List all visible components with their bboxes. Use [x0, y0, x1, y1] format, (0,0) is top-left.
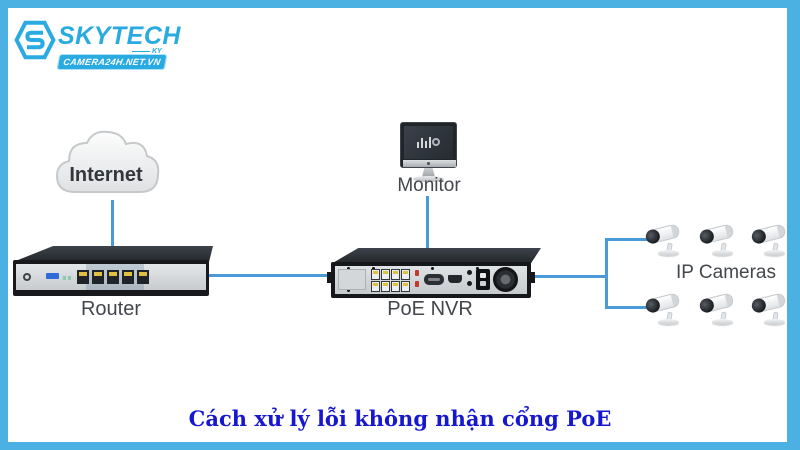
internet-label: Internet	[69, 164, 143, 186]
nvr-mounting-ear	[529, 272, 535, 283]
poe-ethernet-port	[391, 269, 400, 280]
camera-mount-base	[712, 319, 733, 325]
monitor-screen	[400, 122, 457, 168]
ethernet-port	[122, 270, 134, 284]
vga-port	[424, 274, 444, 285]
screw	[431, 267, 434, 270]
nvr-label: PoE NVR	[387, 298, 473, 320]
poe-ethernet-port	[401, 269, 410, 280]
camera-mount-base	[712, 250, 733, 256]
camera-body	[698, 223, 735, 246]
nvr-mounting-ear	[327, 272, 333, 283]
monitor-stand	[422, 168, 435, 177]
circle-icon	[432, 138, 440, 146]
ip-cameras-label: IP Cameras	[676, 262, 776, 283]
indicator-light	[63, 276, 66, 280]
router-label: Router	[80, 298, 142, 320]
usb-port	[467, 270, 472, 275]
monitor-label: Monitor	[397, 175, 461, 196]
camera-mount-base	[658, 250, 679, 256]
camera-body	[644, 223, 681, 246]
power-icon	[23, 273, 31, 281]
connection-line-branch-bottom	[605, 306, 651, 309]
logo-website-banner: CAMERA24H.NET.VN	[56, 54, 168, 70]
ip-camera	[698, 218, 748, 260]
camera-mount-base	[764, 250, 785, 256]
ethernet-port	[137, 270, 149, 284]
poe-ethernet-port	[401, 281, 410, 292]
ip-camera	[644, 218, 694, 260]
poe-ethernet-port	[391, 281, 400, 292]
connection-line-branch-top	[605, 238, 651, 241]
power-socket	[476, 269, 490, 290]
camera-mount-base	[764, 319, 785, 325]
router-front-panel	[16, 264, 206, 290]
screw	[347, 289, 350, 292]
ip-camera	[750, 218, 800, 260]
monitor-device	[399, 122, 459, 186]
logo-suffix-text: KY	[132, 48, 162, 55]
poe-ethernet-port	[371, 281, 380, 292]
camera-body	[698, 292, 735, 315]
monitor-logo-dot	[427, 162, 430, 165]
connection-line-nvr-junction	[531, 275, 608, 278]
camera-body	[644, 292, 681, 315]
ip-camera	[750, 287, 800, 329]
indicator-light	[68, 276, 71, 280]
ethernet-port	[77, 270, 89, 284]
camera-lens	[644, 297, 662, 315]
screw	[347, 267, 350, 270]
nvr-blank-plate	[338, 269, 366, 290]
internet-cloud: Internet	[55, 130, 160, 193]
caption-text: Cách xử lý lỗi không nhận cổng PoE	[188, 406, 612, 431]
camera-body	[750, 223, 787, 246]
poe-port-block	[371, 269, 410, 292]
camera-lens	[698, 228, 716, 246]
poe-ethernet-port	[371, 269, 380, 280]
router-port-row	[77, 270, 149, 284]
audio-connector	[415, 270, 419, 276]
camera-lens	[750, 228, 768, 246]
monitor-chin	[403, 160, 456, 167]
audio-connector	[415, 281, 419, 287]
logo-website-text: CAMERA24H.NET.VN	[62, 57, 162, 67]
screw	[476, 267, 479, 270]
camera-body	[750, 292, 787, 315]
connection-line-router-nvr	[209, 274, 333, 277]
status-led	[46, 273, 59, 279]
skytech-logo: SKYTECH KY CAMERA24H.NET.VN	[14, 18, 184, 78]
monitor-base	[413, 176, 444, 182]
camera-lens	[644, 228, 662, 246]
router-device	[13, 244, 217, 298]
ip-camera	[644, 287, 694, 329]
poe-ethernet-port	[381, 269, 390, 280]
connection-line-junction-vertical	[605, 238, 608, 309]
camera-lens	[698, 297, 716, 315]
nvr-top-face	[331, 248, 541, 264]
monitor-screen-content	[404, 126, 453, 159]
nvr-rear-panel	[335, 266, 527, 294]
logo-brand-text: SKYTECH	[58, 22, 181, 50]
equalizer-bars-icon	[417, 136, 431, 148]
camera-lens	[750, 297, 768, 315]
poe-nvr-device	[327, 246, 543, 300]
connection-line-internet-router	[111, 200, 114, 248]
ip-camera	[698, 287, 748, 329]
usb-port	[467, 281, 472, 286]
ethernet-port	[107, 270, 119, 284]
ethernet-port	[92, 270, 104, 284]
router-top-face	[13, 246, 213, 262]
connection-line-monitor-nvr	[426, 196, 429, 252]
fan	[493, 267, 518, 292]
screw	[372, 267, 375, 270]
poe-ethernet-port	[381, 281, 390, 292]
camera-mount-base	[658, 319, 679, 325]
hdmi-port	[448, 275, 462, 283]
skytech-hexagon-s-icon	[14, 20, 56, 60]
